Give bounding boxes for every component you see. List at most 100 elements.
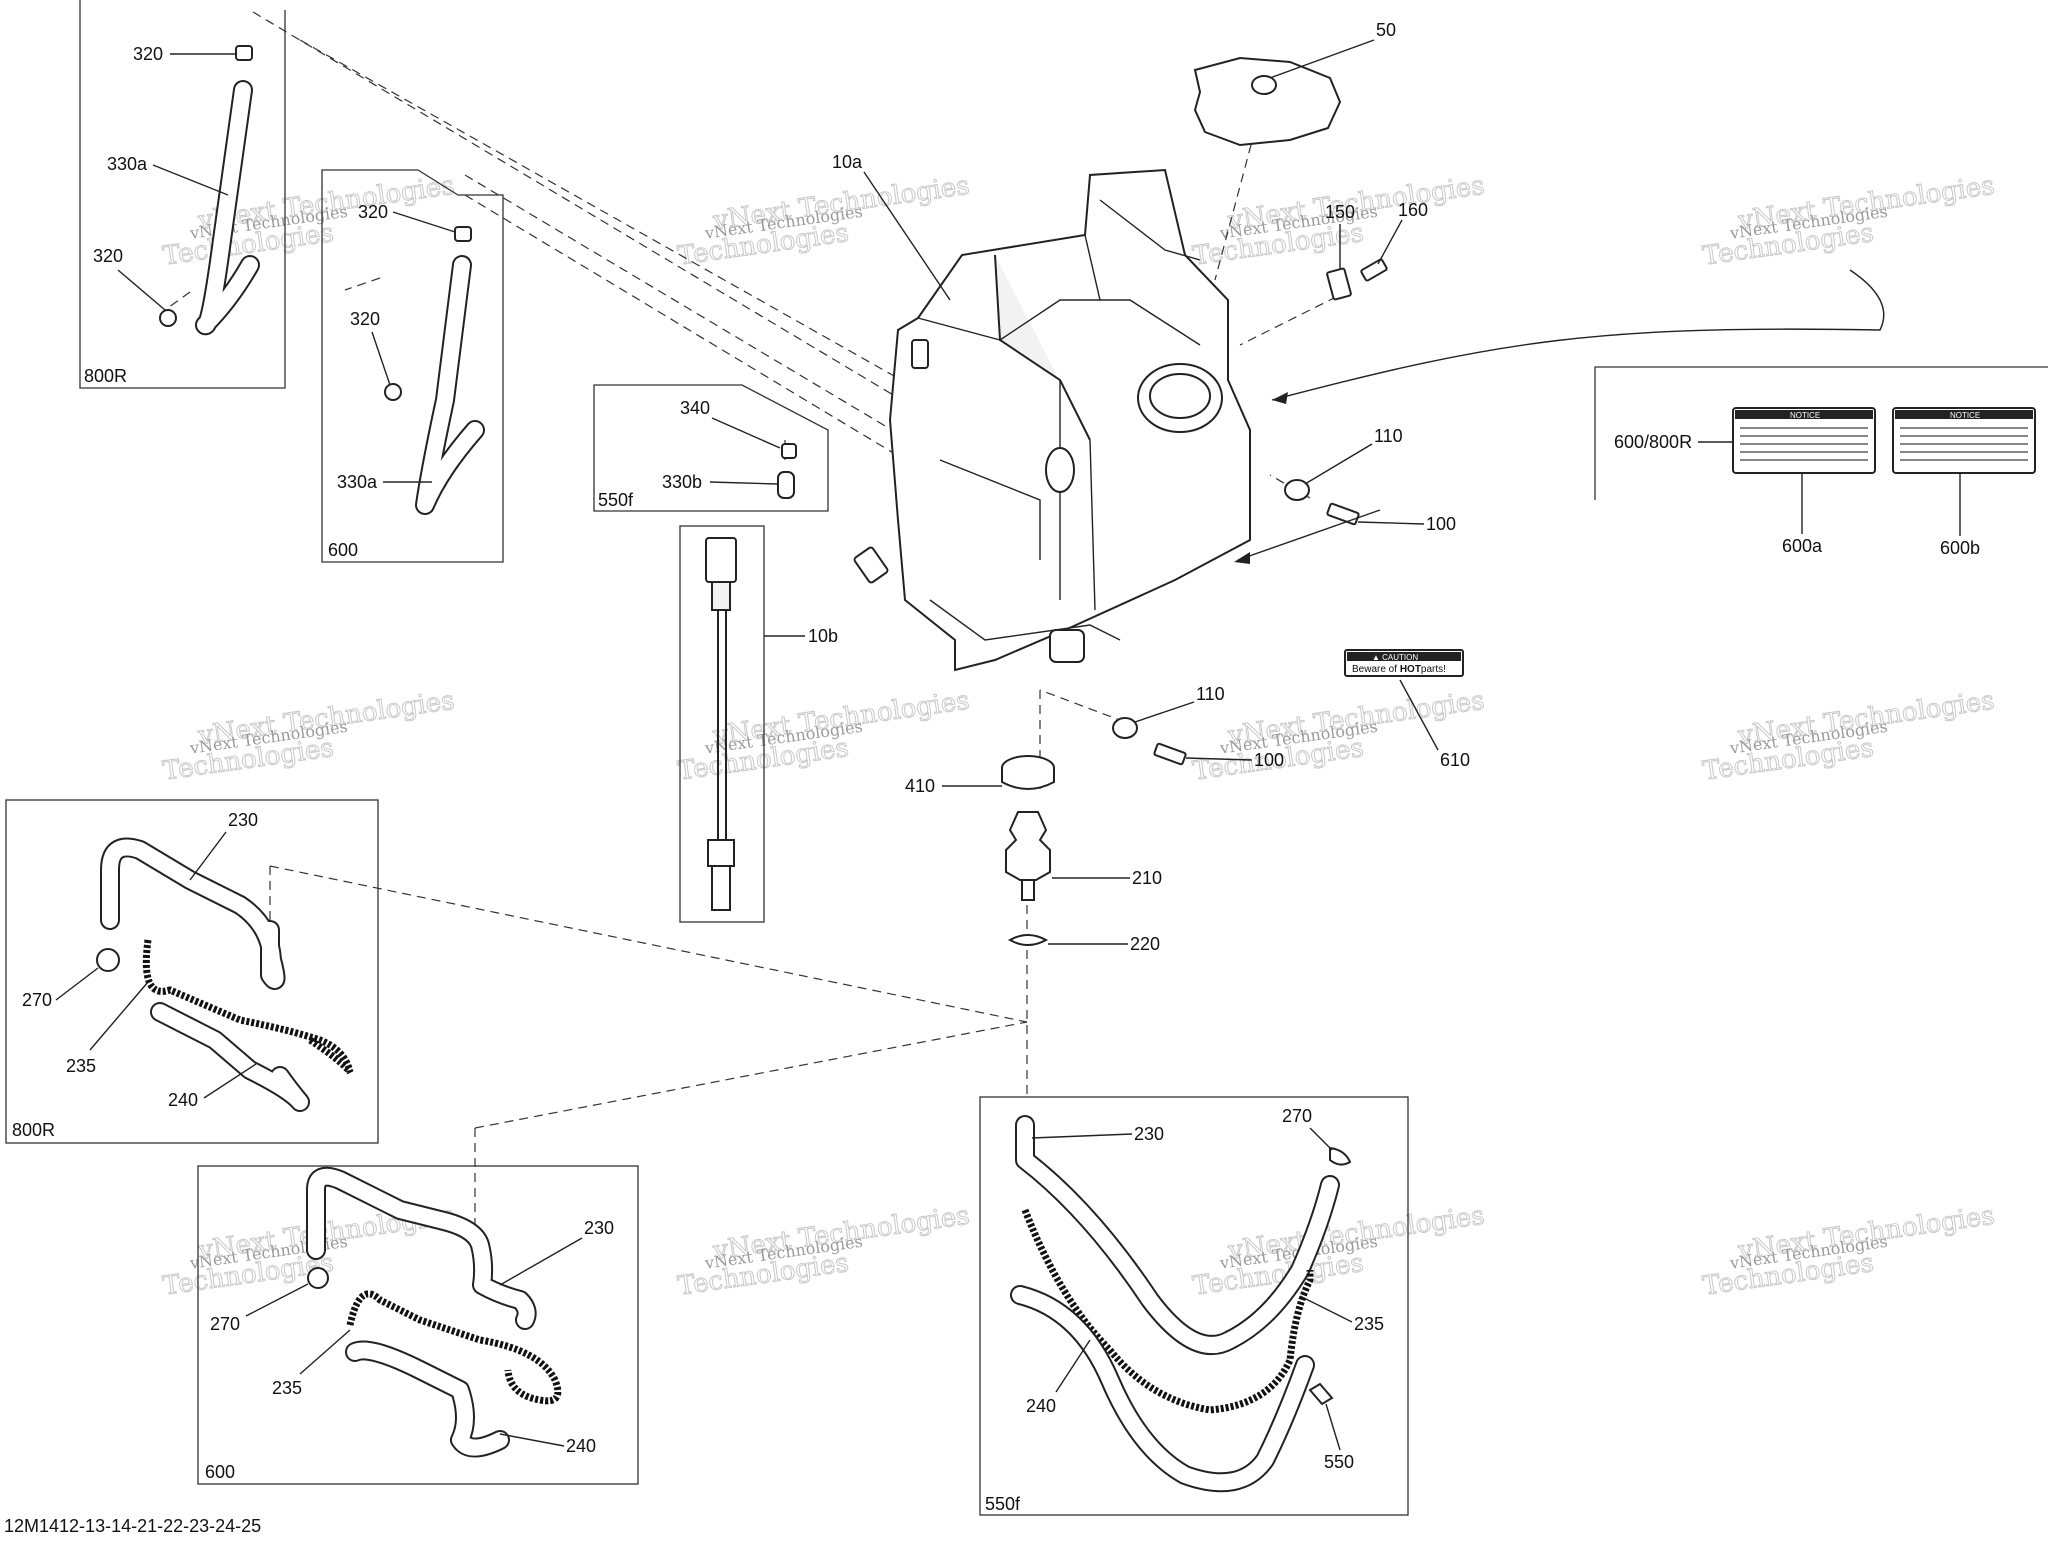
clamp-270 — [96, 948, 120, 972]
box-800r-bottom: 800R 230 270 235 240 — [5, 799, 379, 1144]
callout-600b: 600b — [1940, 538, 1980, 558]
callout-230: 230 — [1134, 1124, 1164, 1144]
bracket-150 — [1326, 267, 1352, 301]
sensor-probe — [711, 865, 731, 911]
callout-240: 240 — [168, 1090, 198, 1110]
caution-title: ▲ CAUTION — [1372, 653, 1418, 662]
fitting-210 — [1005, 811, 1051, 881]
notice-title: NOTICE — [1950, 411, 1980, 420]
clamp-550 — [1308, 1382, 1334, 1406]
caution-text: Beware of — [1352, 664, 1400, 675]
callout-320: 320 — [93, 246, 123, 266]
callout-410: 410 — [905, 776, 935, 796]
sensor-float — [707, 839, 735, 867]
clamp-320 — [454, 226, 472, 242]
callout-240: 240 — [566, 1436, 596, 1456]
fitting-stack: 410 210 220 — [905, 755, 1162, 954]
callout-235: 235 — [66, 1056, 96, 1076]
box-600-bottom: 600 230 270 235 240 — [197, 1165, 639, 1485]
bolt-160 — [1360, 258, 1388, 282]
watermark: vNext Technologies Technologies vNext Te… — [1700, 685, 1996, 787]
tank-cap-50: 50 — [1193, 20, 1396, 147]
caution-text-hot: HOT — [1400, 664, 1421, 675]
caution-decal-610: ▲ CAUTION Beware of HOTparts! 610 — [1344, 649, 1470, 770]
bolt-100 — [1153, 742, 1187, 766]
watermark: vNext Technologies Technologies vNext Te… — [160, 170, 456, 272]
box-label-800r: 800R — [12, 1120, 55, 1140]
clamp-220 — [1007, 934, 1049, 946]
callout-235: 235 — [272, 1378, 302, 1398]
callout-230: 230 — [584, 1218, 614, 1238]
sensor-connector — [705, 537, 737, 583]
washer-110 — [1284, 479, 1310, 501]
tank-body — [888, 168, 1251, 672]
callout-10b: 10b — [808, 626, 838, 646]
callout-330a: 330a — [337, 472, 378, 492]
callout-320: 320 — [358, 202, 388, 222]
watermark: vNext Technologies Technologies vNext Te… — [675, 170, 971, 272]
oil-tank-10a: 10a — [832, 152, 1251, 672]
notice-decal-600a — [1732, 407, 1876, 474]
decal-box-600-800r: 600/800R NOTICE NOTICE 600a 600b — [1234, 269, 2048, 564]
clamp-270 — [307, 1267, 329, 1289]
callout-320: 320 — [133, 44, 163, 64]
box-label-600-800r: 600/800R — [1614, 432, 1692, 452]
notice-title: NOTICE — [1790, 411, 1820, 420]
watermark: vNext Technologies Technologies vNext Te… — [675, 1200, 971, 1302]
callout-160: 160 — [1398, 200, 1428, 220]
box-label-800r: 800R — [84, 366, 127, 386]
box-800r-top: 800R 320 330a 320 — [79, 0, 286, 389]
callout-340: 340 — [680, 398, 710, 418]
box-label-550f: 550f — [598, 490, 634, 510]
callout-270: 270 — [22, 990, 52, 1010]
callout-100: 100 — [1426, 514, 1456, 534]
washer-bolt-upper: 110 100 — [1284, 426, 1456, 534]
callout-330a: 330a — [107, 154, 148, 174]
notice-decal-600b — [1892, 407, 2036, 474]
callout-270: 270 — [1282, 1106, 1312, 1126]
box-sensor-10b: 10b — [679, 525, 838, 923]
callout-235: 235 — [1354, 1314, 1384, 1334]
callout-320: 320 — [350, 309, 380, 329]
callout-150: 150 — [1325, 202, 1355, 222]
box-label-550f: 550f — [985, 1494, 1021, 1514]
callout-110: 110 — [1196, 684, 1225, 704]
callout-550: 550 — [1324, 1452, 1354, 1472]
clamp-320 — [235, 45, 253, 61]
diagram-reference-code: 12M1412-13-14-21-22-23-24-25 — [4, 1516, 261, 1536]
assembly-lines — [164, 11, 1351, 1240]
box-600-top: 600 320 320 330a — [321, 169, 504, 563]
callout-230: 230 — [228, 810, 258, 830]
callout-100: 100 — [1254, 750, 1284, 770]
callout-610: 610 — [1440, 750, 1470, 770]
watermark: vNext Technologies Technologies vNext Te… — [1190, 685, 1486, 787]
callout-270: 270 — [210, 1314, 240, 1334]
bolt-100 — [1326, 502, 1360, 526]
clamp-340 — [781, 443, 797, 459]
callout-210: 210 — [1132, 868, 1162, 888]
watermark: vNext Technologies Technologies vNext Te… — [1700, 1200, 1996, 1302]
clamp-270 — [1329, 1146, 1352, 1166]
callout-50: 50 — [1376, 20, 1396, 40]
watermark: vNext Technologies Technologies vNext Te… — [160, 685, 456, 787]
washer-bolt-lower: 110 100 — [1112, 684, 1284, 770]
box-550f-bottom: 550f 230 270 235 240 550 — [979, 1096, 1409, 1516]
hose-330b — [777, 471, 795, 499]
callout-110: 110 — [1374, 426, 1403, 446]
watermark: vNext Technologies Technologies vNext Te… — [1700, 170, 1996, 272]
clamp-320 — [384, 383, 402, 401]
callout-10a: 10a — [832, 152, 863, 172]
callout-600a: 600a — [1782, 536, 1823, 556]
washer-110 — [1112, 717, 1138, 739]
caution-text-end: parts! — [1421, 664, 1446, 675]
watermark: vNext Technologies Technologies vNext Te… — [1190, 1200, 1486, 1302]
callout-220: 220 — [1130, 934, 1160, 954]
sensor-housing — [711, 581, 731, 611]
bracket-150-bolt-160: 150 160 — [1325, 200, 1428, 301]
box-label-600: 600 — [205, 1462, 235, 1482]
svg-text:Beware of HOTparts!: Beware of HOTparts! — [1352, 664, 1446, 675]
clamp-320 — [159, 309, 177, 327]
callout-240: 240 — [1026, 1396, 1056, 1416]
